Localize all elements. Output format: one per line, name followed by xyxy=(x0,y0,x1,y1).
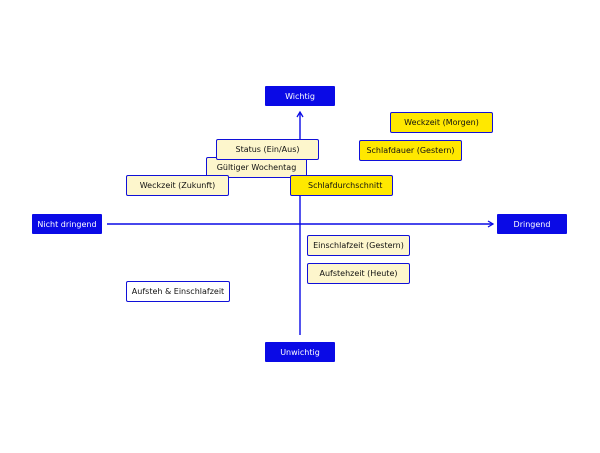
note-aufsteh-einschlafzeit[interactable]: Aufsteh & Einschlafzeit xyxy=(126,281,230,302)
note-schlafdurchschnitt[interactable]: Schlafdurchschnitt xyxy=(290,175,393,196)
axis-label-unimportant: Unwichtig xyxy=(265,342,335,362)
note-einschlafzeit-gestern[interactable]: Einschlafzeit (Gestern) xyxy=(307,235,410,256)
axis-label-important: Wichtig xyxy=(265,86,335,106)
note-status[interactable]: Status (Ein/Aus) xyxy=(216,139,319,160)
axis-label-not-urgent: Nicht dringend xyxy=(32,214,102,234)
note-schlafdauer-gestern[interactable]: Schlafdauer (Gestern) xyxy=(359,140,462,161)
note-weckzeit-zukunft[interactable]: Weckzeit (Zukunft) xyxy=(126,175,229,196)
note-aufstehzeit-heute[interactable]: Aufstehzeit (Heute) xyxy=(307,263,410,284)
axis-label-urgent: Dringend xyxy=(497,214,567,234)
note-weckzeit-morgen[interactable]: Weckzeit (Morgen) xyxy=(390,112,493,133)
